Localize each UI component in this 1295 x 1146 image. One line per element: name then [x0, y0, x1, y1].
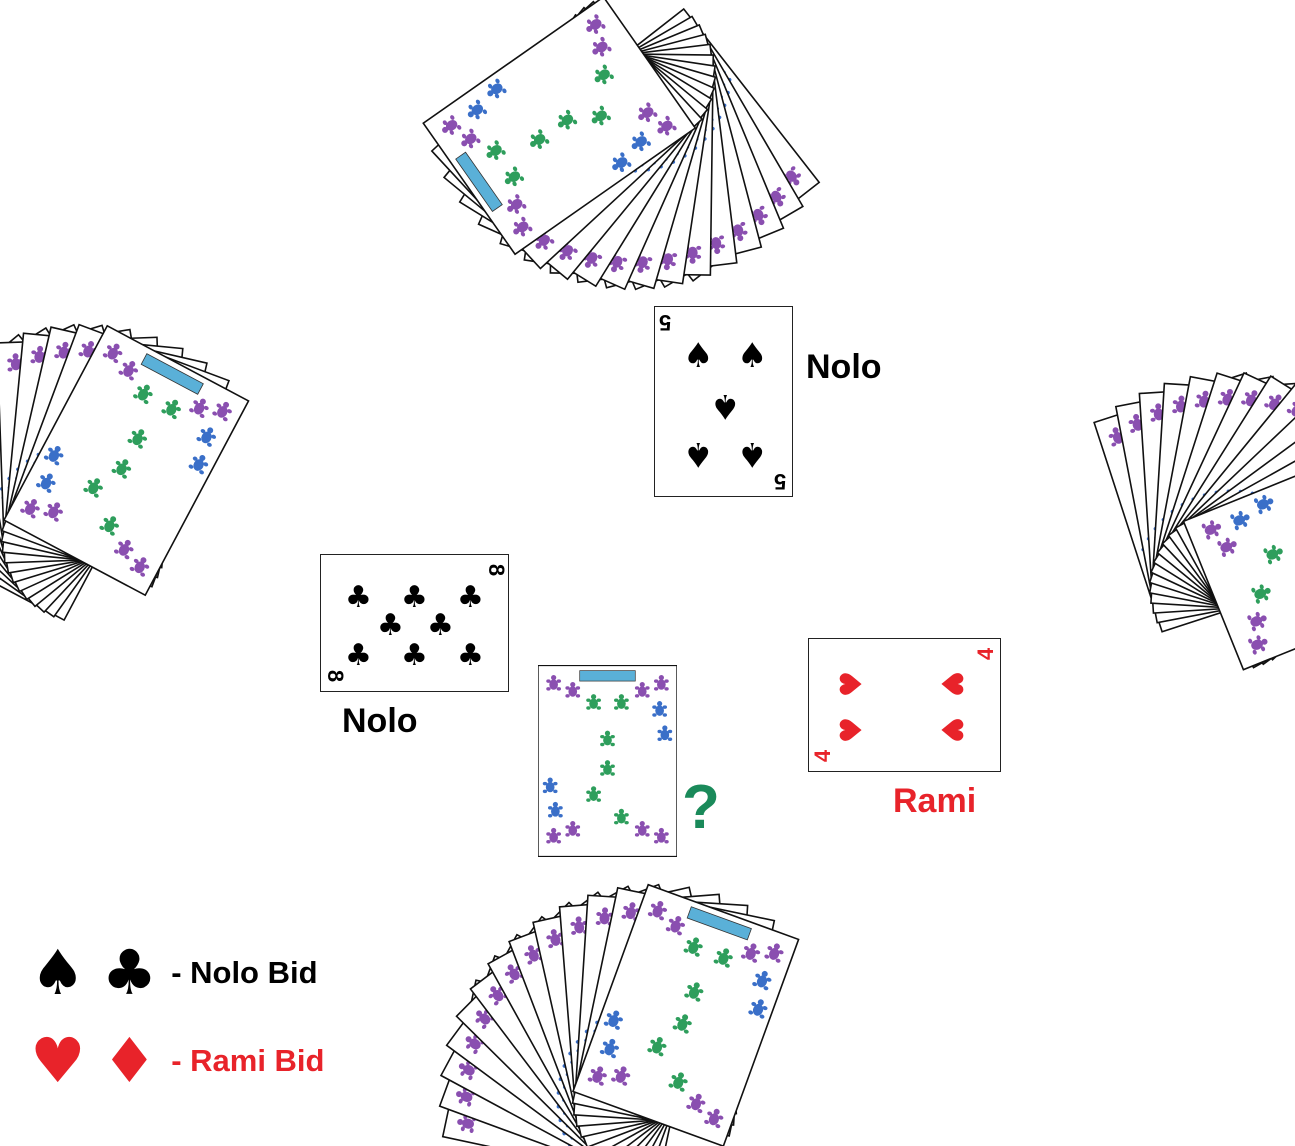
- card-rank-bottom: 8: [323, 669, 349, 683]
- diamond-icon: ♦: [101, 1024, 158, 1097]
- heart-pip: ♥: [834, 716, 870, 744]
- spade-pip: ♠: [683, 336, 714, 376]
- heart-pip: ♥: [933, 716, 969, 744]
- legend-rami-text: - Rami Bid: [171, 1043, 325, 1078]
- legend-nolo-text: - Nolo Bid: [171, 955, 318, 990]
- heart-icon: ♥: [30, 1024, 86, 1097]
- club-pip: ♣: [457, 580, 484, 615]
- spade-icon: ♠: [30, 936, 86, 1009]
- spade-pip: ♠: [683, 434, 714, 474]
- bid-label-west: Nolo: [342, 702, 418, 740]
- bid-label-north: Nolo: [806, 348, 882, 386]
- club-pip: ♣: [457, 638, 484, 673]
- club-pip: ♣: [427, 608, 454, 643]
- card-rank-top: 5: [659, 310, 672, 335]
- card-rank-top: 4: [972, 647, 998, 661]
- bid-label-east: Rami: [893, 782, 977, 820]
- heart-pip: ♥: [933, 670, 969, 698]
- played-card-west: 8 8 ♣ ♣ ♣ ♣ ♣ ♣ ♣ ♣: [320, 554, 509, 692]
- question-mark-icon: ?: [682, 773, 720, 842]
- legend-nolo: ♠ ♣ - Nolo Bid: [30, 942, 318, 1004]
- played-card-east: 4 4 ♥ ♥ ♥ ♥: [808, 638, 1001, 772]
- card-rank-bottom: 5: [773, 469, 786, 494]
- spade-pip: ♠: [737, 434, 768, 474]
- heart-pip: ♥: [834, 670, 870, 698]
- turtle-pattern-card-back-icon: [538, 665, 677, 856]
- played-card-south: [538, 665, 677, 857]
- spade-pip: ♠: [710, 386, 741, 426]
- card-rank-top: 8: [483, 563, 509, 577]
- card-rank-bottom: 4: [810, 749, 836, 763]
- played-card-north: 5 5 ♠ ♠ ♠ ♠ ♠: [654, 306, 793, 497]
- club-pip: ♣: [377, 608, 404, 643]
- club-pip: ♣: [345, 638, 372, 673]
- club-pip: ♣: [345, 580, 372, 615]
- legend-rami: ♥ ♦ - Rami Bid: [30, 1030, 324, 1092]
- club-icon: ♣: [101, 936, 158, 1009]
- club-pip: ♣: [401, 638, 428, 673]
- club-pip: ♣: [401, 580, 428, 615]
- spade-pip: ♠: [737, 336, 768, 376]
